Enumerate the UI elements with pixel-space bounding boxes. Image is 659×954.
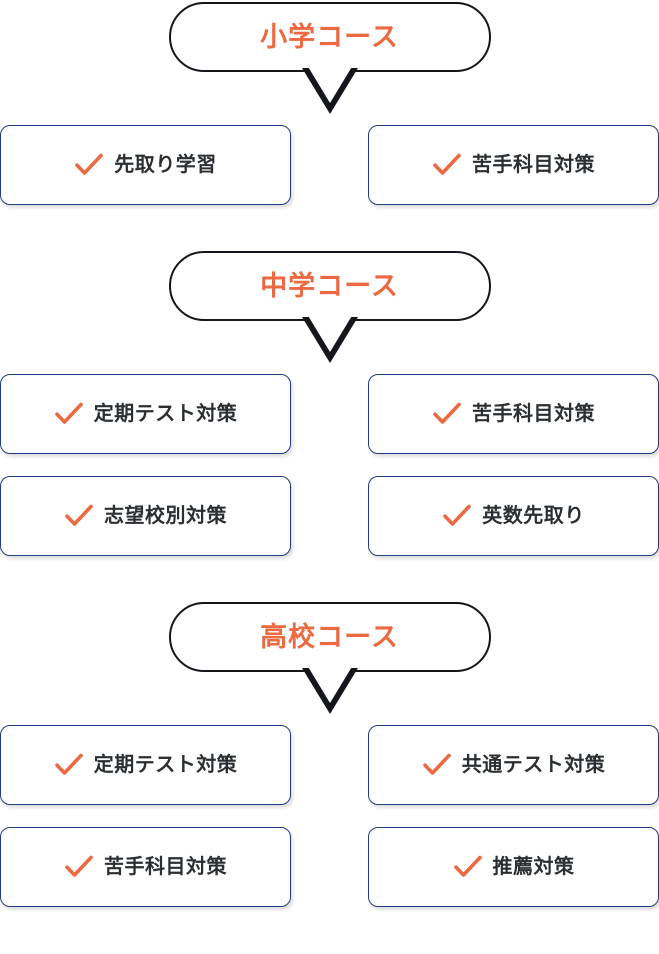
course-item-card[interactable]: 推薦対策 — [368, 827, 659, 907]
course-item-card[interactable]: 共通テスト対策 — [368, 725, 659, 805]
course-item-content: 先取り学習 — [74, 152, 217, 178]
course-section-high: 高校コース 定期テスト対策 — [0, 556, 659, 907]
course-item-label: 英数先取り — [482, 505, 585, 527]
course-item-card[interactable]: 志望校別対策 — [0, 476, 291, 556]
course-section-junior: 中学コース 定期テスト対策 — [0, 205, 659, 556]
check-icon — [453, 854, 483, 880]
course-title-high: 高校コース — [260, 621, 399, 652]
check-icon — [74, 152, 104, 178]
course-item-label: 先取り学習 — [114, 154, 217, 176]
course-item-card[interactable]: 定期テスト対策 — [0, 374, 291, 454]
check-icon — [54, 401, 84, 427]
course-item-content: 推薦対策 — [453, 854, 575, 880]
course-title-bubble-wrap-elementary: 小学コース — [0, 2, 659, 114]
course-items-grid-junior: 定期テスト対策 苦手科目対策 — [0, 374, 659, 556]
course-item-label: 苦手科目対策 — [472, 403, 595, 425]
course-title-bubble-high: 高校コース — [168, 602, 491, 714]
course-item-content: 英数先取り — [442, 503, 585, 529]
check-icon — [432, 401, 462, 427]
course-item-card[interactable]: 苦手科目対策 — [368, 125, 659, 205]
check-icon — [54, 752, 84, 778]
course-items-grid-high: 定期テスト対策 共通テスト対策 — [0, 725, 659, 907]
course-item-label: 共通テスト対策 — [461, 754, 606, 776]
course-item-content: 共通テスト対策 — [422, 752, 606, 778]
course-item-label: 苦手科目対策 — [472, 154, 595, 176]
course-item-card[interactable]: 苦手科目対策 — [0, 827, 291, 907]
course-section-elementary: 小学コース 先取り学習 — [0, 0, 659, 205]
course-title-bubble-wrap-high: 高校コース — [0, 602, 659, 714]
course-item-card[interactable]: 先取り学習 — [0, 125, 291, 205]
course-item-content: 定期テスト対策 — [54, 401, 238, 427]
check-icon — [64, 854, 94, 880]
bubble-tail-fill-icon — [306, 665, 353, 703]
course-item-content: 苦手科目対策 — [432, 401, 595, 427]
course-title-elementary: 小学コース — [260, 21, 399, 52]
course-title-bubble-elementary: 小学コース — [168, 2, 491, 114]
course-item-content: 志望校別対策 — [64, 503, 227, 529]
course-title-bubble-junior: 中学コース — [168, 251, 491, 363]
course-item-label: 推薦対策 — [492, 856, 575, 878]
course-item-content: 定期テスト対策 — [54, 752, 238, 778]
course-item-content: 苦手科目対策 — [64, 854, 227, 880]
course-title-junior: 中学コース — [260, 270, 399, 301]
course-item-label: 苦手科目対策 — [104, 856, 227, 878]
bubble-tail-fill-icon — [306, 314, 353, 352]
course-item-content: 苦手科目対策 — [432, 152, 595, 178]
bubble-tail-fill-icon — [306, 65, 353, 103]
check-icon — [64, 503, 94, 529]
course-items-grid-elementary: 先取り学習 苦手科目対策 — [0, 125, 659, 205]
check-icon — [442, 503, 472, 529]
course-item-label: 定期テスト対策 — [93, 754, 238, 776]
course-item-label: 定期テスト対策 — [93, 403, 238, 425]
course-item-card[interactable]: 苦手科目対策 — [368, 374, 659, 454]
check-icon — [432, 152, 462, 178]
course-item-label: 志望校別対策 — [104, 505, 227, 527]
check-icon — [422, 752, 452, 778]
course-item-card[interactable]: 定期テスト対策 — [0, 725, 291, 805]
course-item-card[interactable]: 英数先取り — [368, 476, 659, 556]
course-title-bubble-wrap-junior: 中学コース — [0, 251, 659, 363]
